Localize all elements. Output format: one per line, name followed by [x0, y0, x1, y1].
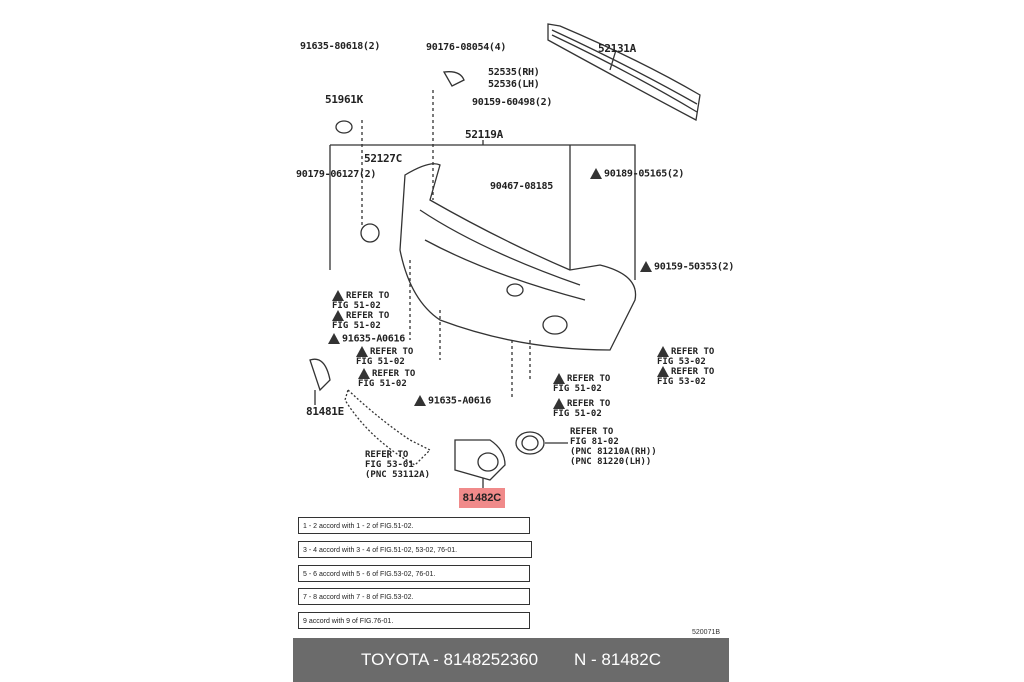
part-label-90159-60498: 90159-60498(2) [472, 97, 553, 108]
warning-triangle-icon [414, 395, 426, 406]
warning-triangle-icon [553, 373, 565, 384]
part-label-90176-08054: 90176-08054(4) [426, 42, 507, 53]
part-label-91635-A0616: 91635-A0616 [414, 395, 491, 407]
part-label-91635-A0616: 91635-A0616 [328, 333, 405, 345]
note-row: 7 - 8 accord with 7 - 8 of FIG.53-02. [298, 588, 530, 605]
part-label-52535: 52535(RH) [488, 67, 540, 78]
part-label-52127C: 52127C [364, 152, 402, 165]
part-label-52119A: 52119A [465, 128, 503, 141]
note-row: 9 accord with 9 of FIG.76-01. [298, 612, 530, 629]
refer-fig-81-02: REFER TO FIG 81-02 (PNC 81210A(RH)) (PNC… [570, 427, 657, 467]
highlighted-part-81482C[interactable]: 81482C [459, 488, 505, 508]
part-label-91635-80618: 91635-80618(2) [300, 41, 381, 52]
part-info-footer: TOYOTA - 8148252360 N - 81482C [293, 638, 729, 682]
note-row: 3 - 4 accord with 3 - 4 of FIG.51-02, 53… [298, 541, 532, 558]
part-label-52536: 52536(LH) [488, 79, 540, 90]
warning-triangle-icon [358, 368, 370, 379]
pnc-number: N - 81482C [574, 650, 661, 669]
warning-triangle-icon [332, 290, 344, 301]
warning-triangle-icon [356, 346, 368, 357]
warning-triangle-icon [590, 168, 602, 179]
part-label-90159-50353: 90159-50353(2) [640, 261, 734, 273]
part-label-52131A: 52131A [598, 42, 636, 55]
refer-fig-51-02: REFER TO FIG 51-02 [332, 310, 390, 331]
refer-fig-53-01: REFER TO FIG 53-01 (PNC 53112A) [365, 450, 431, 480]
refer-fig-53-02: REFER TO FIG 53-02 [657, 366, 715, 387]
refer-fig-51-02: REFER TO FIG 51-02 [553, 398, 611, 419]
refer-fig-53-02: REFER TO FIG 53-02 [657, 346, 715, 367]
figure-code: 520071B [692, 629, 721, 636]
warning-triangle-icon [657, 366, 669, 377]
warning-triangle-icon [657, 346, 669, 357]
refer-fig-51-02: REFER TO FIG 51-02 [358, 368, 416, 389]
bumper-reinforcement [547, 23, 701, 121]
refer-fig-51-02: REFER TO FIG 51-02 [332, 290, 390, 311]
brand-part-number: TOYOTA - 8148252360 [361, 650, 539, 669]
warning-triangle-icon [553, 398, 565, 409]
note-row: 1 - 2 accord with 1 - 2 of FIG.51-02. [298, 517, 530, 534]
bumper-cover [399, 163, 637, 351]
part-label-90189-05165: 90189-05165(2) [590, 168, 684, 180]
refer-fig-51-02: REFER TO FIG 51-02 [553, 373, 611, 394]
part-label-90467-08185: 90467-08185 [490, 181, 553, 192]
refer-fig-51-02: REFER TO FIG 51-02 [356, 346, 414, 367]
note-row: 5 - 6 accord with 5 - 6 of FIG.53-02, 76… [298, 565, 530, 582]
warning-triangle-icon [332, 310, 344, 321]
part-label-81481E: 81481E [306, 405, 344, 418]
warning-triangle-icon [640, 261, 652, 272]
part-label-90179-06127: 90179-06127(2) [296, 169, 377, 180]
warning-triangle-icon [328, 333, 340, 344]
part-label-51961K: 51961K [325, 93, 363, 106]
